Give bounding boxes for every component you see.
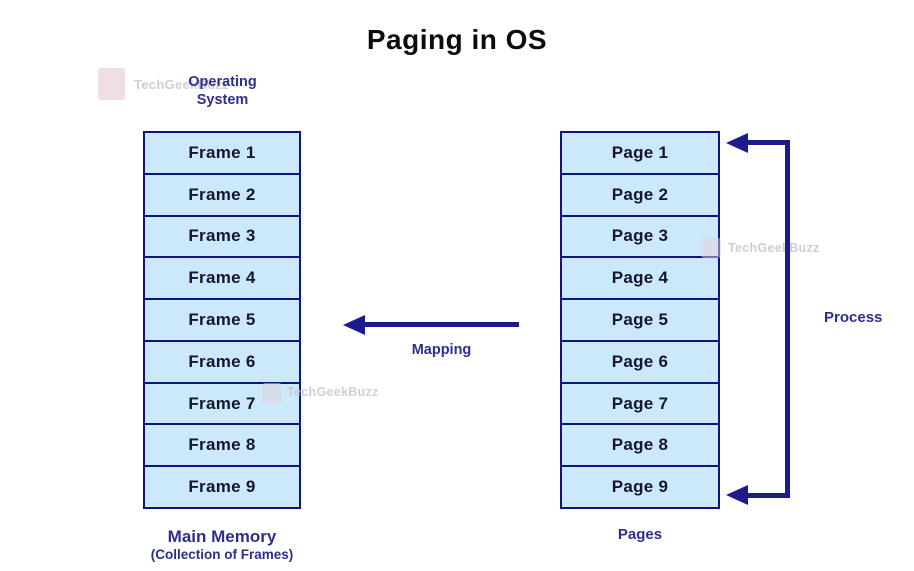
- watermark-text: TechGeekBuzz: [134, 77, 230, 92]
- main-memory-caption-title: Main Memory: [167, 527, 277, 546]
- page-cell: Page 5: [562, 298, 718, 340]
- mapping-label: Mapping: [411, 342, 472, 358]
- page-cell: Page 6: [562, 339, 718, 382]
- watermark-logo-icon: [98, 68, 125, 100]
- frame-cell: Frame 5: [145, 298, 299, 340]
- frame-cell: Frame 8: [145, 423, 299, 466]
- process-arrow-bottom-line: [747, 493, 790, 498]
- process-label: Process: [824, 309, 883, 326]
- pages-caption: Pages: [617, 526, 663, 543]
- pages-table: Page 1 Page 2 Page 3 Page 4 Page 5 Page …: [560, 131, 720, 509]
- mapping-arrow-head-icon: [343, 315, 365, 335]
- page-cell: Page 9: [562, 465, 718, 508]
- watermark-logo-icon: [701, 238, 721, 258]
- frame-cell: Frame 1: [145, 133, 299, 173]
- page-cell: Page 1: [562, 133, 718, 173]
- process-bracket-vertical-line: [785, 140, 790, 498]
- page-cell: Page 3: [562, 214, 718, 257]
- page-title: Paging in OS: [366, 24, 548, 55]
- operating-system-label: Operating System: [188, 74, 257, 108]
- frame-cell: Frame 4: [145, 256, 299, 299]
- watermark-text: TechGeekBuzz: [287, 385, 379, 399]
- process-arrow-bottom-head-icon: [726, 485, 748, 505]
- watermark-text: TechGeekBuzz: [728, 241, 820, 255]
- frame-cell: Frame 3: [145, 214, 299, 257]
- mapping-arrow-line: [364, 322, 519, 327]
- process-arrow-top-head-icon: [726, 133, 748, 153]
- process-arrow-top-line: [747, 140, 790, 145]
- watermark-logo-icon: [262, 383, 282, 403]
- frame-cell: Frame 9: [145, 465, 299, 508]
- frame-cell: Frame 6: [145, 339, 299, 382]
- main-memory-caption: Main Memory (Collection of Frames): [83, 527, 361, 562]
- main-memory-table: Frame 1 Frame 2 Frame 3 Frame 4 Frame 5 …: [143, 131, 301, 509]
- page-cell: Page 8: [562, 423, 718, 466]
- page-cell: Page 7: [562, 381, 718, 424]
- main-memory-caption-subtitle: (Collection of Frames): [150, 547, 294, 562]
- frame-cell: Frame 2: [145, 172, 299, 215]
- page-cell: Page 2: [562, 172, 718, 215]
- page-cell: Page 4: [562, 256, 718, 299]
